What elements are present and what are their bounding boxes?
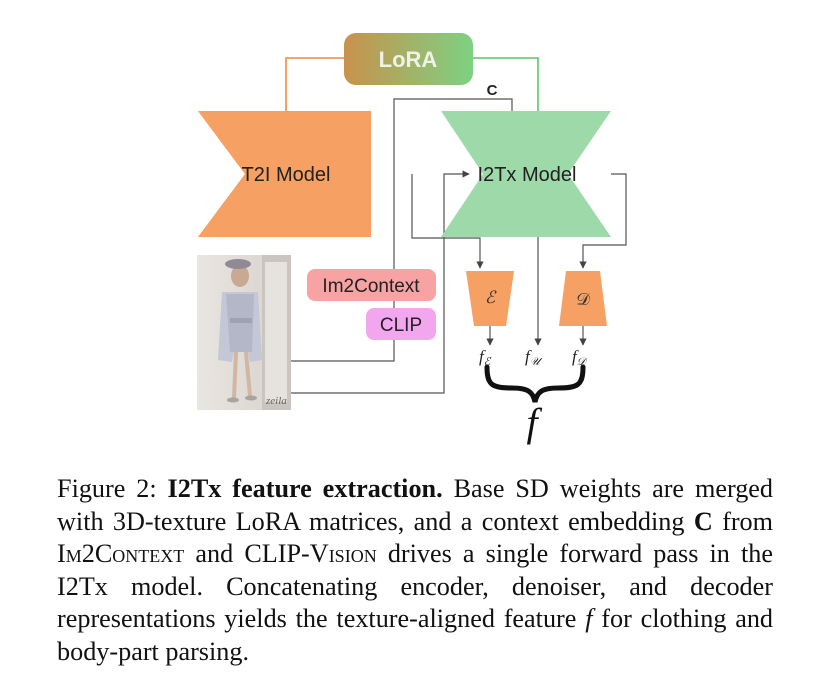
lora-to-i2tx-arrow — [472, 57, 543, 132]
i2tx-diagram: LoRA T2I Model I2Tx Model C ℰ 𝒟 Im2Conte… — [197, 33, 627, 445]
f-encoder-label: fℰ — [479, 347, 492, 368]
caption-text-5: for clothing and body-part parsing. — [57, 604, 774, 666]
decoder-symbol: 𝒟 — [576, 290, 590, 310]
caption-text-2: from — [722, 506, 774, 536]
decoder-branch-arrow — [579, 173, 627, 269]
f-encoder-sub: ℰ — [484, 355, 492, 368]
im2context-box — [307, 269, 436, 301]
input-photo: zeila — [197, 255, 291, 410]
connector-lines — [285, 57, 627, 394]
caption-text-4: drives a single forward pass in the I2Tx… — [57, 539, 773, 634]
f-denoiser-sub: 𝒰 — [530, 355, 543, 368]
lora-to-t2i-line — [285, 57, 344, 128]
figure-caption: Figure 2: I2Tx feature extraction. Base … — [57, 473, 773, 669]
im2context-label: Im2Context — [322, 276, 420, 297]
clip-to-photo-line — [290, 340, 395, 362]
clip-label: CLIP — [380, 315, 422, 336]
caption-f-symbol: f — [585, 604, 593, 634]
encoder-branch-arrow — [411, 174, 484, 269]
caption-title: I2Tx feature extraction. — [167, 474, 443, 503]
image-input-arrow — [290, 170, 470, 394]
context-symbol: C — [487, 82, 498, 99]
caption-clip-vision: CLIP-Vision — [244, 539, 377, 569]
f-total-label: f — [526, 400, 542, 445]
caption-im2context: Im2Context — [57, 539, 185, 569]
f-decoder-sub: 𝒟 — [577, 355, 588, 368]
encoder-shape — [466, 271, 514, 326]
clip-box — [366, 308, 436, 340]
decoder-shape — [559, 271, 607, 326]
i2tx-model-shape — [441, 111, 611, 237]
caption-text-3: and — [195, 539, 234, 569]
lora-box — [344, 33, 473, 85]
encoder-symbol: ℰ — [485, 288, 497, 308]
photo-watermark: zeila — [265, 395, 287, 407]
context-arrow — [393, 98, 516, 340]
lora-label: LoRA — [379, 47, 438, 72]
feature-brace — [484, 364, 586, 403]
feature-labels: fℰ f𝒰 f𝒟 — [479, 347, 588, 368]
t2i-model-label: T2I Model — [242, 164, 331, 186]
caption-c-symbol: C — [693, 506, 713, 536]
caption-text-1: Base SD weights are merged with 3D-textu… — [57, 474, 774, 536]
f-denoiser-label: f𝒰 — [525, 347, 543, 368]
figure-label: Figure 2: — [57, 474, 157, 503]
f-decoder-label: f𝒟 — [572, 347, 588, 368]
t2i-model-fill — [198, 111, 371, 237]
i2tx-model-label: I2Tx Model — [478, 164, 577, 186]
